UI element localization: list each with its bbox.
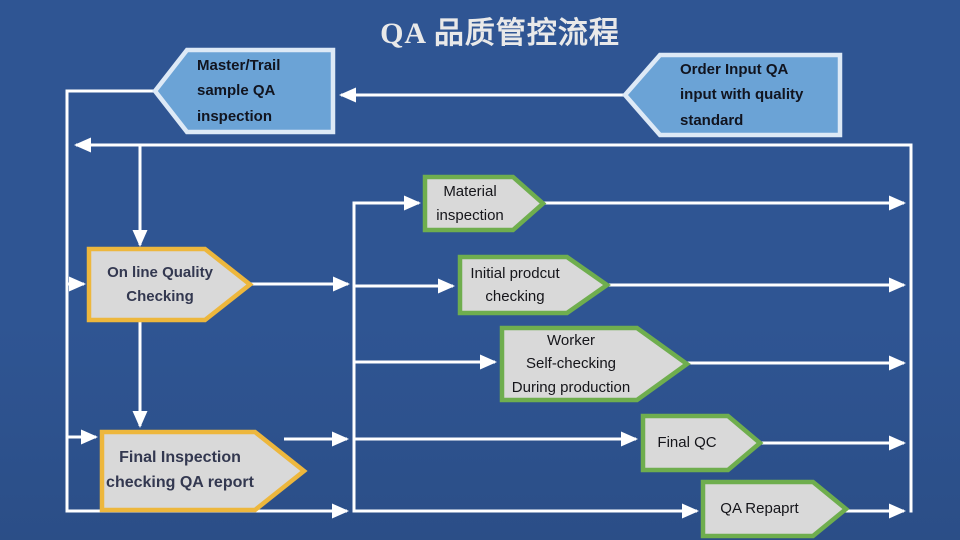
node-shape-initial-product — [457, 254, 611, 316]
node-shape-order-input — [622, 52, 843, 138]
node-shape-final-qc — [640, 413, 764, 473]
node-shape-worker-selfcheck — [499, 325, 691, 403]
connector-lines — [65, 87, 913, 519]
connector-middle-bus-to-material — [352, 195, 421, 513]
node-shapes — [86, 47, 850, 539]
slide-title: QA 品质管控流程 — [380, 17, 620, 50]
node-shape-online-checking — [86, 246, 254, 323]
node-shape-final-inspection — [99, 429, 308, 513]
node-shape-master-trail — [152, 47, 336, 135]
node-shape-qa-report — [700, 479, 850, 539]
node-shape-material-inspection — [422, 174, 547, 233]
